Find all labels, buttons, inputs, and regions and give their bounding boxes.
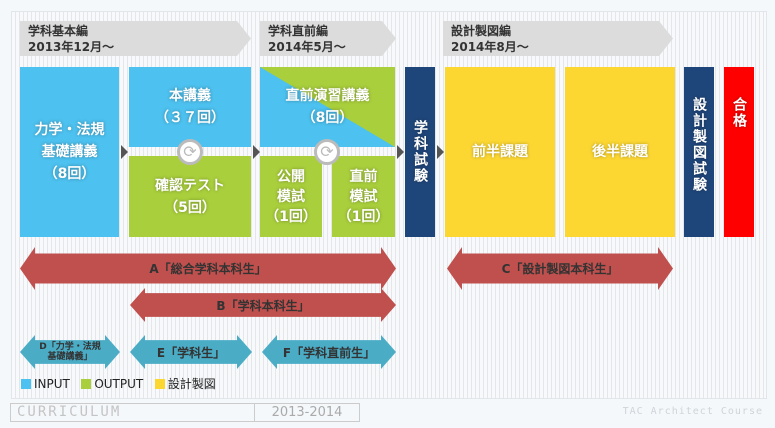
course-b-arrow[interactable]: B「学科本科生」 — [130, 288, 396, 322]
footer-years: 2013-2014 — [254, 403, 360, 422]
legend: INPUT OUTPUT 設計製図 — [21, 375, 216, 392]
legend-input: INPUT — [21, 377, 70, 391]
course-label: D「力学・法規 基礎講義」 — [39, 342, 101, 362]
next-arrow-icon — [253, 145, 260, 159]
legend-label: 設計製図 — [167, 377, 216, 391]
next-arrow-icon — [121, 145, 128, 159]
phase-header-final: 学科直前編 2014年5月～ — [260, 21, 396, 56]
course-label: B「学科本科生」 — [216, 298, 310, 313]
box-chokuzen-moshi: 直前 模試 （1回） — [332, 156, 395, 237]
box-kakunin-test: 確認テスト （5回） — [129, 156, 251, 237]
output-swatch-icon — [81, 379, 92, 389]
course-label: A「総合学科本科生」 — [149, 262, 267, 276]
box-koukai-moshi: 公開 模試 （1回） — [260, 156, 322, 237]
box-kouhan: 後半課題 — [565, 67, 675, 237]
course-label: E「学科生」 — [156, 345, 226, 360]
course-label: F「学科直前生」 — [282, 345, 376, 360]
input-swatch-icon — [21, 379, 31, 389]
box-zenhan: 前半課題 — [445, 67, 555, 237]
next-arrow-icon — [397, 145, 404, 159]
legend-label: INPUT — [34, 377, 70, 391]
cycle-icon: ⟳ — [314, 139, 340, 165]
phase-date: 2013年12月～ — [28, 40, 115, 54]
box-gakka-shiken: 学科試験 — [405, 67, 435, 237]
course-e-arrow[interactable]: E「学科生」 — [130, 335, 252, 369]
phase-title: 学科直前編 — [268, 24, 329, 38]
course-label: C「設計製図本科生」 — [501, 262, 619, 276]
legend-label: OUTPUT — [94, 377, 144, 391]
phase-header-basic: 学科基本編 2013年12月～ — [20, 21, 251, 56]
phase-date: 2014年8月～ — [451, 40, 529, 54]
legend-design: 設計製図 — [154, 377, 216, 391]
course-f-arrow[interactable]: F「学科直前生」 — [262, 335, 396, 369]
phase-title: 設計製図編 — [451, 24, 512, 38]
phase-date: 2014年5月～ — [268, 40, 346, 54]
cycle-icon: ⟳ — [177, 139, 203, 165]
phase-title: 学科基本編 — [28, 24, 89, 38]
box-goukaku: 合格 — [724, 67, 754, 237]
box-chokuzen-enshu: 直前演習講義 （8回） — [260, 67, 395, 147]
next-arrow-icon — [437, 145, 444, 159]
course-a-arrow[interactable]: A「総合学科本科生」 — [20, 247, 396, 290]
footer-brand: TAC Architect Course — [622, 406, 763, 417]
course-c-arrow[interactable]: C「設計製図本科生」 — [447, 247, 673, 290]
phase-header-design: 設計製図編 2014年8月～ — [443, 21, 673, 56]
design-swatch-icon — [154, 379, 165, 389]
course-d-arrow[interactable]: D「力学・法規 基礎講義」 — [20, 335, 120, 369]
box-hon-kougi: 本講義 （３７回） — [129, 67, 251, 147]
box-rikigaku: 力学・法規 基礎講義 （8回） — [20, 67, 119, 237]
legend-output: OUTPUT — [81, 377, 143, 391]
footer-title: CURRICULUM — [10, 403, 255, 422]
box-sekkei-shiken: 設計製図試験 — [684, 67, 714, 237]
